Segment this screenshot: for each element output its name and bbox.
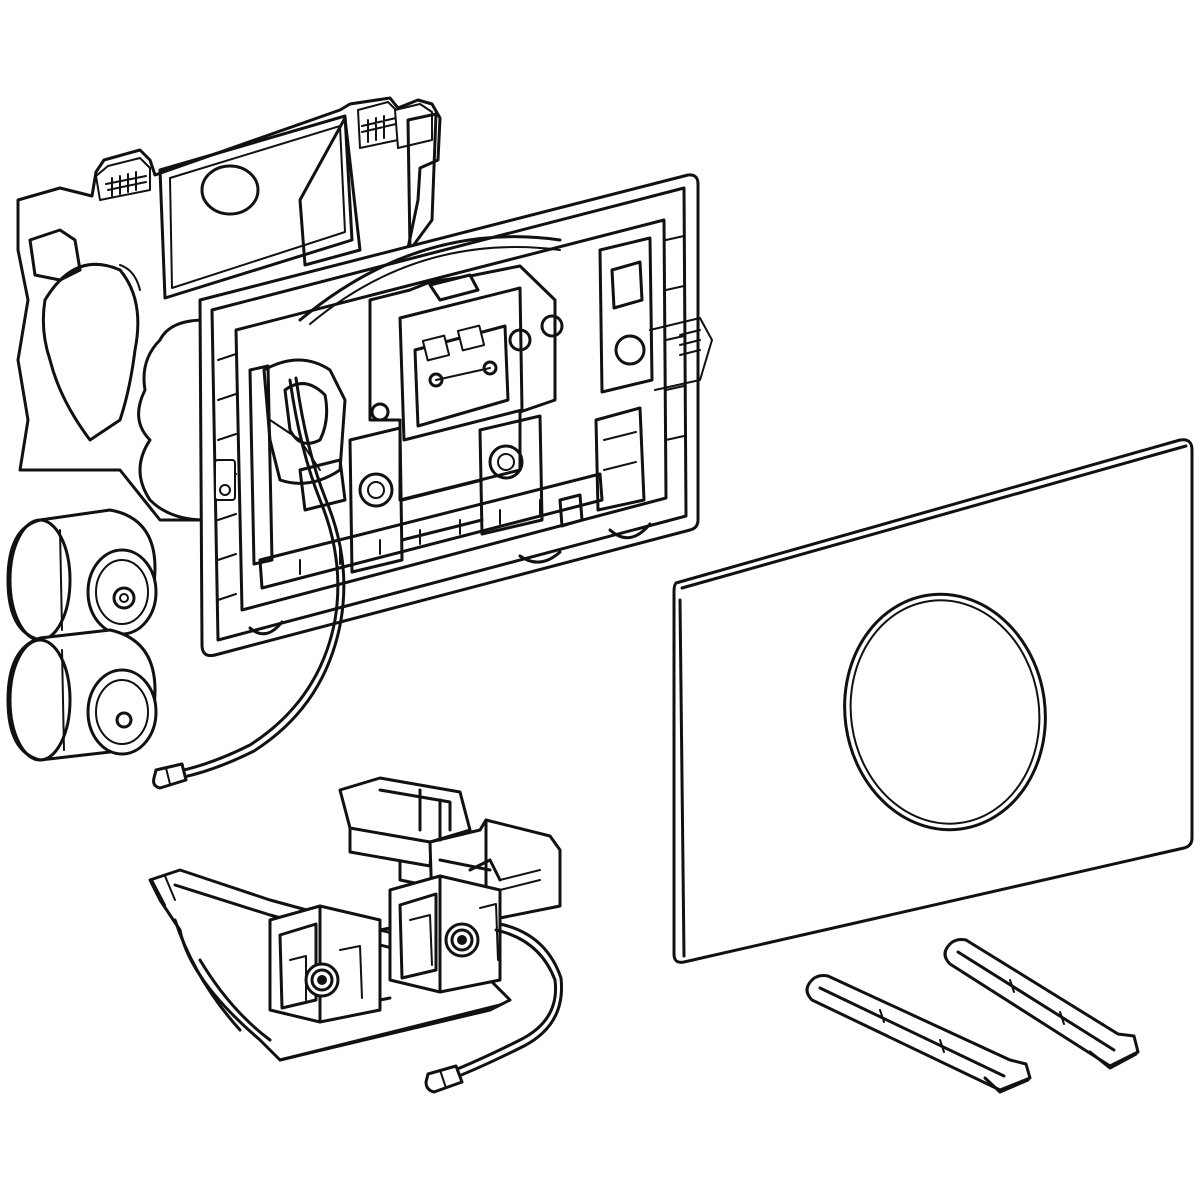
rod-2 xyxy=(943,938,1140,1070)
rod-1 xyxy=(805,974,1032,1094)
mounting-frame-back xyxy=(16,96,442,522)
battery-1 xyxy=(6,508,158,642)
battery-2 xyxy=(6,628,158,762)
sensor-cable xyxy=(152,376,346,790)
actuator-module xyxy=(148,776,564,1094)
cover-plate xyxy=(672,438,1194,964)
frame-plate xyxy=(198,173,713,657)
